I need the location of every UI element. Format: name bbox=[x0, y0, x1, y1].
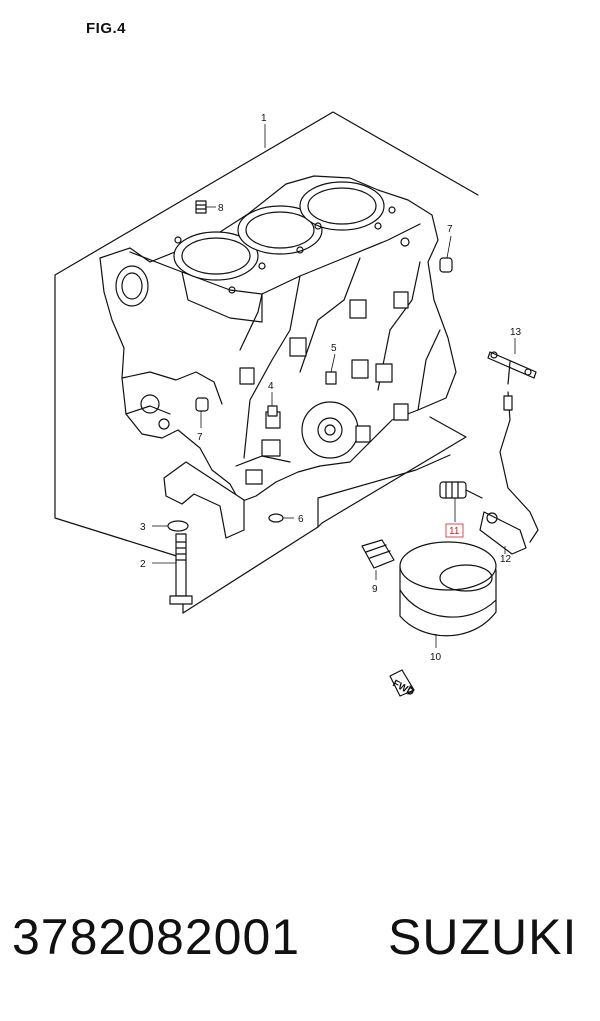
part-7-plug-left bbox=[195, 397, 209, 412]
fwd-arrow-icon bbox=[389, 669, 415, 697]
callout-2: 2 bbox=[140, 559, 146, 570]
callout-5: 5 bbox=[331, 343, 337, 354]
callout-6: 6 bbox=[298, 514, 304, 525]
part-11-oil-pressure-switch bbox=[439, 481, 483, 499]
engine-block bbox=[99, 175, 457, 503]
bearing-cap bbox=[163, 461, 245, 539]
part-8-plug bbox=[195, 200, 207, 214]
front-bore bbox=[115, 265, 149, 307]
cylinder-bore-2 bbox=[237, 205, 323, 255]
oil-flange bbox=[301, 401, 359, 459]
assembly-frame-bottom bbox=[182, 522, 323, 614]
callout-11: 11 bbox=[449, 526, 460, 537]
part-2-bolt bbox=[169, 533, 193, 605]
part-number: 3782082001 bbox=[12, 909, 301, 965]
callout-4: 4 bbox=[268, 381, 274, 392]
callout-9: 9 bbox=[372, 584, 378, 595]
callout-7-right: 7 bbox=[447, 224, 453, 235]
callout-3: 3 bbox=[140, 522, 146, 533]
part-13-bracket bbox=[487, 351, 537, 385]
part-3-washer bbox=[167, 520, 189, 532]
exploded-parts-diagram: FIG.4 bbox=[54, 20, 539, 699]
leader-lines bbox=[152, 124, 516, 648]
part-12-harness bbox=[479, 391, 539, 555]
callout-8: 8 bbox=[218, 203, 224, 214]
part-7-plug-right bbox=[439, 257, 453, 273]
callout-12: 12 bbox=[500, 554, 512, 565]
callout-7-left: 7 bbox=[197, 432, 203, 443]
callout-10: 10 bbox=[430, 652, 442, 663]
part-5-dowel bbox=[325, 371, 337, 385]
cylinder-bore-1 bbox=[173, 231, 259, 281]
engine-block-drawing: 1 2 3 4 5 6 7 7 8 9 10 11 12 13 FWD bbox=[54, 111, 539, 699]
part-10-oil-filter bbox=[399, 541, 497, 637]
figure-title: FIG.4 bbox=[86, 20, 127, 37]
callout-1: 1 bbox=[261, 113, 267, 124]
oilfilter-leader-frame bbox=[317, 454, 451, 528]
part-9-union bbox=[361, 539, 395, 569]
part-4-dowel bbox=[267, 405, 278, 417]
callout-11-highlight-box bbox=[445, 523, 464, 538]
brand-name: SUZUKI bbox=[388, 909, 578, 965]
part-6-plug bbox=[268, 513, 284, 523]
callout-13: 13 bbox=[510, 327, 522, 338]
sensor-leader-frame bbox=[321, 416, 467, 524]
fwd-label: FWD bbox=[391, 678, 416, 698]
cylinder-bore-3 bbox=[299, 181, 385, 231]
